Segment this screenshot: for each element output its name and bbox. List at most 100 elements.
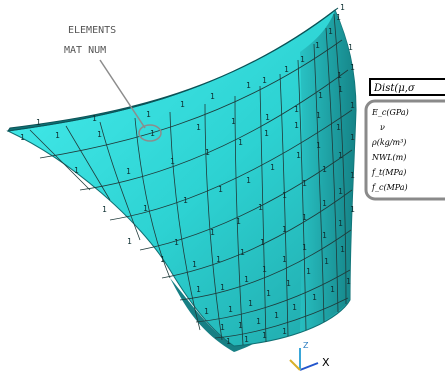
element-material-number: 1 bbox=[318, 91, 323, 100]
element-material-number: 1 bbox=[306, 267, 311, 276]
axis-y-line bbox=[289, 359, 301, 371]
element-material-number: 1 bbox=[220, 323, 225, 332]
mesh-hline bbox=[214, 297, 349, 339]
mesh-hline bbox=[161, 189, 353, 279]
element-material-number: 1 bbox=[340, 245, 345, 254]
element-material-number: 1 bbox=[336, 13, 341, 22]
element-material-number: 1 bbox=[264, 129, 269, 138]
mesh-vline bbox=[65, 125, 111, 201]
panel-param-item: E_c(GPa) bbox=[371, 108, 409, 117]
element-material-number: 1 bbox=[274, 311, 279, 320]
element-material-number: 1 bbox=[238, 138, 243, 147]
element-material-number: 1 bbox=[266, 289, 271, 298]
element-material-number: 1 bbox=[127, 237, 132, 246]
element-material-number: 1 bbox=[146, 110, 151, 119]
element-material-number: 1 bbox=[262, 265, 267, 274]
panel-param-item: f_t(MPa) bbox=[371, 168, 406, 177]
element-material-number: 1 bbox=[270, 163, 275, 172]
element-material-number: 1 bbox=[296, 151, 301, 160]
mesh-vline bbox=[279, 73, 289, 337]
element-material-number: 1 bbox=[302, 243, 307, 252]
element-material-number: 1 bbox=[246, 176, 251, 185]
mesh-vline bbox=[29, 129, 91, 191]
element-material-number: 1 bbox=[322, 165, 327, 174]
element-material-number: 1 bbox=[256, 317, 261, 326]
element-material-number: 1 bbox=[97, 130, 102, 139]
mesh-vline bbox=[325, 27, 339, 313]
element-material-number: 1 bbox=[294, 121, 299, 130]
mesh-vline bbox=[259, 85, 267, 343]
element-material-number: 1 bbox=[220, 283, 225, 292]
element-material-number: 1 bbox=[315, 41, 320, 50]
element-material-number: 1 bbox=[322, 231, 327, 240]
element-material-number: 1 bbox=[340, 3, 345, 12]
axis-triad: X Z bbox=[289, 341, 330, 371]
element-material-number: 1 bbox=[174, 238, 179, 247]
panel-header-text: Dist(μ,σ bbox=[373, 83, 416, 94]
element-material-number: 1 bbox=[55, 131, 60, 140]
element-material-number: 1 bbox=[210, 228, 215, 237]
element-material-number: 1 bbox=[338, 151, 343, 160]
parameter-panel: Dist(μ,σ E_c(GPa) ν ρ(kg/m³) NWL(m) f_t(MPa)… bbox=[364, 78, 445, 201]
shell-right-band bbox=[300, 10, 356, 332]
element-material-number: 1 bbox=[196, 285, 201, 294]
axis-x-label: X bbox=[322, 356, 330, 369]
annotation-line-2: MAT NUM bbox=[64, 45, 106, 56]
element-material-number: 1 bbox=[238, 321, 243, 330]
annotation-leader-line bbox=[99, 59, 146, 129]
element-material-number: 1 bbox=[210, 92, 215, 101]
element-material-number: 1 bbox=[216, 255, 221, 264]
element-material-number: 1 bbox=[350, 63, 355, 72]
element-material-number: 1 bbox=[231, 117, 236, 126]
element-material-number: 1 bbox=[92, 114, 97, 123]
element-material-number: 1 bbox=[282, 327, 287, 336]
element-material-number: 1 bbox=[236, 217, 241, 226]
element-material-number: 1 bbox=[20, 133, 25, 142]
element-material-number: 1 bbox=[240, 248, 245, 257]
element-material-number: 1 bbox=[192, 260, 197, 269]
mesh-vline bbox=[169, 111, 201, 331]
element-material-number: 1 bbox=[282, 225, 287, 234]
mesh-hline bbox=[39, 39, 343, 159]
element-material-number: 1 bbox=[350, 101, 355, 110]
panel-param-item: NWL(m) bbox=[371, 153, 406, 162]
element-material-number: 1 bbox=[228, 305, 233, 314]
element-material-number: 1 bbox=[348, 43, 353, 52]
element-material-number: 1 bbox=[338, 187, 343, 196]
element-material-number: 1 bbox=[226, 337, 231, 346]
element-material-number: 1 bbox=[262, 331, 267, 340]
annotation-line-1: ELEMENTS bbox=[68, 25, 116, 36]
panel-params-box bbox=[364, 99, 445, 201]
panel-param-item: ρ(kg/m³) bbox=[371, 138, 406, 147]
element-material-number: 1 bbox=[300, 55, 305, 64]
element-material-number: 1 bbox=[324, 257, 329, 266]
element-material-number: 1 bbox=[284, 65, 289, 74]
shell-top-rim bbox=[6, 7, 339, 132]
element-material-number: 1 bbox=[350, 205, 355, 214]
mesh-vline bbox=[99, 121, 141, 241]
panel-header-box bbox=[369, 78, 445, 96]
element-material-number: 1 bbox=[244, 335, 249, 344]
element-material-number: 1 bbox=[328, 27, 333, 36]
element-material-number: 1 bbox=[350, 133, 355, 142]
panel-params: E_c(GPa)νρ(kg/m³)NWL(m)f_t(MPa)f_c(MPa) bbox=[371, 108, 409, 192]
element-material-number: 1 bbox=[218, 185, 223, 194]
mesh-vline bbox=[204, 103, 223, 341]
mesh-vline bbox=[134, 117, 171, 279]
element-material-number: 1 bbox=[302, 179, 307, 188]
panel-param-item: ν bbox=[380, 123, 385, 132]
axis-x-line bbox=[299, 362, 319, 371]
annotation-highlight-circle bbox=[138, 124, 162, 142]
element-material-number: 1 bbox=[258, 203, 263, 212]
element-material-number: 1 bbox=[316, 111, 321, 120]
mesh-vline bbox=[313, 43, 325, 323]
element-material-number: 1 bbox=[248, 299, 253, 308]
element-material-number: 1 bbox=[244, 275, 249, 284]
element-material-number: 1 bbox=[294, 105, 299, 114]
mesh-vline bbox=[297, 59, 307, 331]
element-material-number: 1 bbox=[350, 171, 355, 180]
element-material-number: 1 bbox=[74, 166, 79, 175]
element-material-number: 1 bbox=[322, 199, 327, 208]
mesh-hline bbox=[109, 109, 353, 221]
